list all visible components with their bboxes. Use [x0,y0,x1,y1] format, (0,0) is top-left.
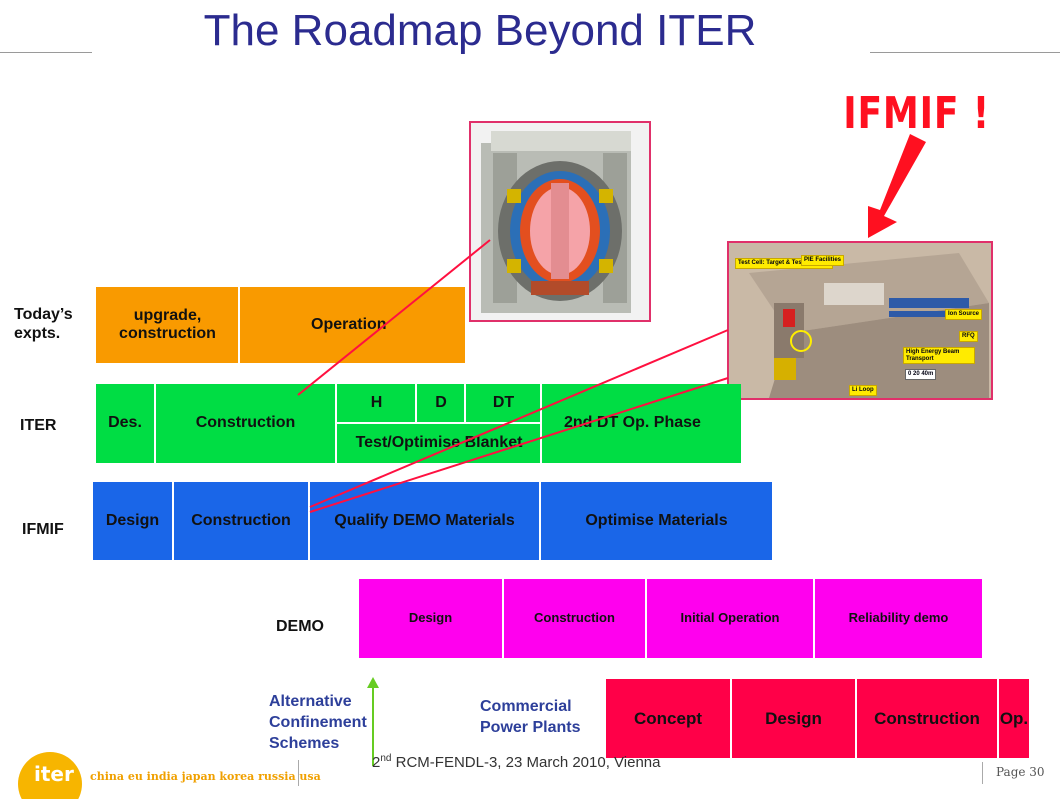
iter-h-cell: H [370,393,383,411]
commercial-op-cell: Op. [999,708,1029,728]
demo-construction-cell: Construction [534,610,615,626]
ifmif-sep-1 [172,482,174,560]
footer-meeting-sup: nd [380,753,392,764]
todays-upgrade-cell: upgrade, construction [96,287,239,363]
iter-tokamak-drawing [481,131,631,313]
demo-sep-2 [645,579,647,658]
footer-meeting: 2nd RCM-FENDL-3, 23 March 2010, Vienna [372,753,660,771]
row-label-demo: DEMO [276,618,324,635]
ifmif-design-cell: Design [105,511,160,529]
iter-d-cell: D [435,393,447,411]
row-label-iter: ITER [20,417,57,434]
iter-sep-4 [464,384,466,422]
demo-bar [359,579,982,658]
iter-des-cell: Des. [108,414,142,432]
iter-logo-text: iter [34,762,74,786]
ifmif-sep-2 [308,482,310,560]
fig-label-ion-source: Ion Source [945,309,983,320]
alternative-confinement-label: Alternative Confinement Schemes [269,693,367,752]
ifmif-facility-image: Test Cell: Target & Test Modules PIE Fac… [727,241,993,400]
iter-blanket-cell: Test/Optimise Blanket [355,434,523,452]
row-label-todays: Today’s expts. [14,306,73,343]
ifmif-facility-drawing [729,243,991,398]
iter-construction-cell: Construction [195,414,296,432]
demo-design-cell: Design [408,610,453,626]
iter-logo [18,752,82,799]
footer-meeting-number: 2 [372,754,381,771]
page-number: Page 30 [996,765,1045,779]
iter-second-dt-cell: 2nd DT Op. Phase [564,414,701,432]
page-title: The Roadmap Beyond ITER [203,6,757,55]
alternative-arrowhead [367,677,379,688]
iter-dt-cell: DT [492,393,515,411]
commercial-sep-3 [997,679,999,758]
ifmif-connector-line-lower [309,377,729,513]
fig-label-rfq: RFQ [959,331,978,342]
ifmif-construction-cell: Construction [191,511,291,529]
commercial-bar [606,679,1029,758]
iter-sep-2 [335,384,337,463]
ifmif-callout: IFMIF ! [843,88,990,139]
iter-tokamak-image [469,121,651,322]
footer-meeting-text: RCM-FENDL-3, 23 March 2010, Vienna [395,754,661,771]
commercial-power-plants-label: Commercial Power Plants [480,698,581,736]
todays-separator [238,287,240,363]
iter-sep-1 [154,384,156,463]
commercial-concept-cell: Concept [634,708,702,728]
fig-label-scale: 0 20 40m [905,369,937,380]
commercial-sep-1 [730,679,732,758]
fig-label-hebt: High Energy Beam Transport [903,347,975,365]
callout-arrow [868,134,926,238]
iter-hsep [337,422,541,424]
demo-sep-1 [502,579,504,658]
demo-sep-3 [813,579,815,658]
ifmif-optimise-cell: Optimise Materials [585,511,728,529]
footer-partners: china eu india japan korea russia usa [90,770,321,783]
footer-divider [298,760,299,786]
ifmif-bar [93,482,772,560]
demo-reliability-cell: Reliability demo [848,610,949,626]
row-label-ifmif: IFMIF [22,521,64,538]
fig-label-li-loop: Li Loop [849,385,877,396]
page-divider [982,762,983,784]
commercial-sep-2 [855,679,857,758]
ifmif-connector-line-upper [309,329,729,508]
commercial-design-cell: Design [765,708,822,728]
ifmif-qualify-cell: Qualify DEMO Materials [334,511,515,529]
fig-label-pie: PIE Facilities [801,255,845,266]
title-rule-left [0,52,92,53]
commercial-construction-cell: Construction [874,708,980,728]
iter-sep-5 [540,384,542,463]
demo-initial-operation-cell: Initial Operation [680,610,780,626]
iter-connector-line [297,239,491,396]
ifmif-sep-3 [539,482,541,560]
title-rule-right [870,52,1060,53]
iter-sep-3 [415,384,417,422]
